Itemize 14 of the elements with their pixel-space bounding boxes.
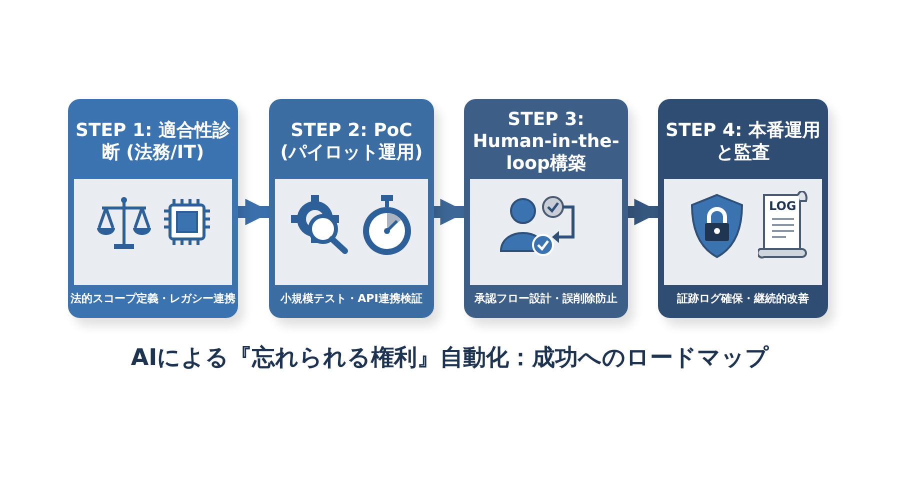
- step-caption: 小規模テスト・API連携検証: [280, 291, 422, 306]
- step-card: [464, 99, 628, 318]
- step-caption: 承認フロー設計・誤削除防止: [474, 291, 618, 306]
- log-label: LOG: [769, 199, 796, 213]
- step-card: [658, 99, 828, 318]
- step-title: STEP 4: 本番運用と監査: [664, 120, 822, 164]
- step-caption: 証跡ログ確保・継続的改善: [677, 291, 809, 306]
- step-title: STEP 1: 適合性診断 (法務/IT): [74, 120, 232, 164]
- step-card: [269, 99, 434, 318]
- step-title: STEP 2: PoC (パイロット運用): [279, 120, 424, 164]
- step-title: STEP 3: Human-in-the-loop構築: [472, 109, 620, 175]
- title: AIによる『忘れられる権利』自動化：成功へのロードマップ: [130, 344, 770, 373]
- step-card: [68, 99, 238, 318]
- step-caption: 法的スコープ定義・レガシー連携: [70, 291, 236, 306]
